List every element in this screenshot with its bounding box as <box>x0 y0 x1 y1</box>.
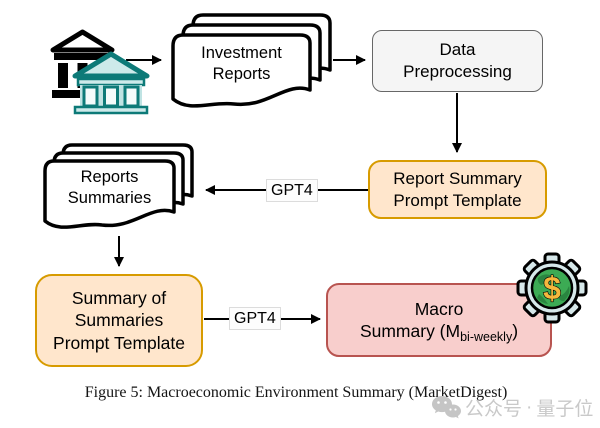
watermark-separator: · <box>526 396 533 418</box>
macro-summary-line2-suffix: ) <box>512 321 519 341</box>
summary-of-summaries-line1: Summary of <box>71 287 167 308</box>
macro-summary-line1: Macro <box>414 298 464 319</box>
reports-summaries-line2: Summaries <box>67 189 152 207</box>
wechat-icon <box>432 396 461 419</box>
investment-reports-label: Investment Reports <box>170 32 313 96</box>
svg-text:$: $ <box>543 270 561 306</box>
data-preprocessing-box: Data Preprocessing <box>372 30 543 92</box>
data-preprocessing-line2: Preprocessing <box>403 62 512 81</box>
summary-of-summaries-line3: Prompt Template <box>53 332 185 353</box>
watermark-source: 公众号 <box>465 399 523 420</box>
reports-summaries-line1: Reports <box>80 167 139 186</box>
macro-summary-line2: Summary (Mbi-weekly) <box>359 320 519 344</box>
investment-reports-line2: Reports <box>212 65 271 83</box>
summary-of-summaries-line2: Summaries <box>74 310 164 331</box>
report-summary-line2: Prompt Template <box>393 190 522 210</box>
macro-summary-line2-prefix: Summary (M <box>359 321 461 341</box>
gpt4-label-bottom: GPT4 <box>229 307 281 331</box>
gpt4-label-top: GPT4 <box>266 179 318 203</box>
figure-caption: Figure 5: Macroeconomic Environment Summ… <box>84 384 508 401</box>
investment-reports-stack: Investment Reports <box>168 10 336 116</box>
reports-summaries-stack: Reports Summaries <box>40 141 200 237</box>
bank-icons <box>50 29 150 115</box>
macro-summary-subscript: bi-weekly <box>460 330 513 344</box>
stacked-documents-icon <box>43 143 194 229</box>
watermark-name: 量子位 <box>536 399 594 420</box>
summary-of-summaries-prompt-box: Summary of Summaries Prompt Template <box>35 274 203 367</box>
gear-globe-dollar-icon: $ <box>516 252 588 324</box>
investment-reports-line1: Investment <box>201 43 282 62</box>
reports-summaries-label: Reports Summaries <box>42 158 177 218</box>
stacked-documents-icon <box>171 13 332 108</box>
bank-front-icon <box>72 51 150 115</box>
watermark: 公众号 · 量子位 <box>431 394 593 421</box>
data-preprocessing-line1: Data <box>439 40 476 60</box>
macro-summary-box: Macro Summary (Mbi-weekly) <box>326 283 552 357</box>
report-summary-prompt-box: Report Summary Prompt Template <box>368 160 547 219</box>
report-summary-line1: Report Summary <box>393 168 522 188</box>
